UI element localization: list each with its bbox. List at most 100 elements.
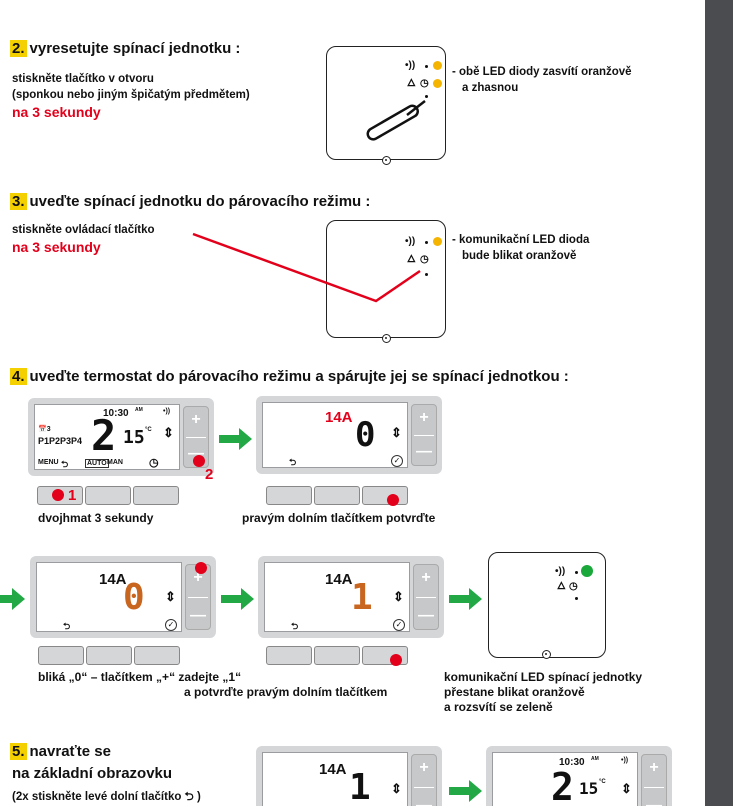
confirm-icon: ✓ <box>393 619 405 631</box>
key-divider <box>644 787 664 788</box>
green-arrow-icon <box>449 780 482 802</box>
plus-button[interactable]: + <box>421 569 431 586</box>
switching-unit-reset: •)) 🜂 ◷ <box>326 46 446 165</box>
relay-led-orange <box>433 79 442 88</box>
green-arrow-icon <box>0 588 25 610</box>
plus-minus-keys: + — <box>411 754 437 806</box>
middle-bottom-button[interactable] <box>314 486 360 505</box>
plus-minus-keys: + — <box>413 564 439 630</box>
press-minus-marker <box>193 455 205 467</box>
middle-bottom-button[interactable] <box>86 646 132 665</box>
pairing-code-label: 14A <box>325 571 353 588</box>
minus-button[interactable]: — <box>646 797 662 806</box>
step3-instruction: stiskněte ovládací tlačítko <box>12 224 155 236</box>
step4-title: uveďte termostat do párovacího režimu a … <box>29 368 569 385</box>
reset-hole <box>425 95 428 98</box>
updown-icon: ⇕ <box>391 781 402 796</box>
signal-icon: •)) <box>163 408 171 415</box>
green-arrow-icon <box>219 428 252 450</box>
step2-duration: na 3 sekundy <box>12 104 101 120</box>
minus-button[interactable]: — <box>416 797 432 806</box>
manual-page: 2.vyresetujte spínací jednotku : stiskně… <box>0 40 672 806</box>
minus-button[interactable]: — <box>190 607 206 624</box>
confirm-icon: ✓ <box>391 455 403 467</box>
plus-button[interactable]: + <box>649 759 659 776</box>
lcd-screen: 14A 0 ⇕ ⮌ ✓ <box>36 562 182 632</box>
caption-led-2: přestane blikat oranžově <box>444 685 585 699</box>
flame-icon: 🜂 <box>407 254 416 265</box>
plus-minus-keys: + — <box>411 404 437 466</box>
clock-time: 10:30 <box>559 757 585 768</box>
plus-button[interactable]: + <box>419 759 429 776</box>
temperature-small-digits: 15 <box>579 779 599 798</box>
green-arrow-icon <box>449 588 482 610</box>
step3-title: uveďte spínací jednotku do párovacího re… <box>29 193 371 210</box>
thermostat-code-one: 14A 1 ⇕ ⮌ ✓ + — <box>258 556 444 638</box>
lcd-screen: 10:30 AM •)) 2 15 °C ⇕ <box>492 752 638 806</box>
page-edge-bar <box>705 0 733 806</box>
middle-bottom-button[interactable] <box>85 486 131 505</box>
updown-icon: ⇕ <box>165 589 176 604</box>
back-icon: ⮌ <box>291 621 299 631</box>
unit-label: °C <box>145 427 152 433</box>
minus-button[interactable]: — <box>416 443 432 460</box>
step3-note-1: - komunikační LED dioda <box>452 234 590 246</box>
press-right-marker <box>390 654 402 666</box>
right-bottom-button[interactable] <box>362 486 408 505</box>
thermostat-pairing-display: 14A 0 ⇕ ⮌ ✓ + — <box>256 396 442 474</box>
program-indicators: P1P2P3P4 <box>38 436 83 446</box>
comm-led-orange <box>433 237 442 246</box>
left-bottom-button[interactable] <box>266 646 312 665</box>
temperature-small-digits: 15 <box>123 427 145 448</box>
pointer-line <box>192 232 421 303</box>
temperature-main-digit: 2 <box>91 411 117 460</box>
step2-note-2: a zhasnou <box>462 82 519 94</box>
temperature-main-digit: 2 <box>551 765 574 806</box>
step3-duration: na 3 sekundy <box>12 239 101 255</box>
clock-time: 10:30 <box>103 408 129 419</box>
thermostat-code-zero: 14A 0 ⇕ ⮌ ✓ + — <box>30 556 216 638</box>
screw-icon <box>382 156 391 165</box>
caption-double-press: dvojhmat 3 sekundy <box>38 511 154 525</box>
comm-led-orange <box>433 61 442 70</box>
step3-number: 3. <box>10 193 27 210</box>
screw-icon <box>542 650 551 659</box>
flame-icon: 🜂 <box>557 581 566 592</box>
switching-unit-pairing: •)) 🜂 ◷ <box>326 220 446 343</box>
middle-bottom-button[interactable] <box>314 646 360 665</box>
updown-icon: ⇕ <box>393 589 404 604</box>
caption-blink-zero: bliká „0“ – tlačítkem „+“ zadejte „1“ <box>38 670 242 684</box>
step2-heading: 2.vyresetujte spínací jednotku : <box>10 40 240 57</box>
control-button <box>425 273 428 276</box>
plus-button[interactable]: + <box>419 409 429 426</box>
caption-confirm: pravým dolním tlačítkem potvrďte <box>242 511 436 525</box>
am-indicator: AM <box>135 407 143 413</box>
pairing-code-label: 14A <box>319 761 347 778</box>
pairing-code-label: 14A <box>325 409 353 426</box>
right-bottom-button[interactable] <box>134 646 180 665</box>
lcd-screen: 14A 1 ⇕ ⮌ ✓ <box>264 562 410 632</box>
minus-button[interactable]: — <box>418 607 434 624</box>
thermostat-home-final: 10:30 AM •)) 2 15 °C ⇕ + — <box>486 746 672 806</box>
left-bottom-button[interactable] <box>38 646 84 665</box>
thermostat-code-one-final: 14A 1 ⇕ + — <box>256 746 442 806</box>
marker-number-1: 1 <box>68 487 77 504</box>
led-dot <box>425 241 428 244</box>
entered-digit: 1 <box>349 767 371 806</box>
right-bottom-button[interactable] <box>133 486 179 505</box>
step4-heading: 4.uveďte termostat do párovacího režimu … <box>10 368 569 385</box>
plus-minus-keys: + — <box>183 406 209 468</box>
step3-heading: 3.uveďte spínací jednotku do párovacího … <box>10 193 370 210</box>
plus-button[interactable]: + <box>191 411 201 428</box>
signal-icon: •)) <box>621 757 629 764</box>
left-bottom-button[interactable] <box>266 486 312 505</box>
key-divider <box>414 435 434 436</box>
led-dot <box>425 65 428 68</box>
auto-mode-label: AUTO <box>85 459 109 468</box>
menu-label: MENU <box>38 459 59 466</box>
caption-led-3: a rozsvítí se zeleně <box>444 700 553 714</box>
step2-note-1: - obě LED diody zasvítí oranžově <box>452 66 632 78</box>
plus-button[interactable]: + <box>193 569 203 586</box>
back-icon: ⮌ <box>63 621 71 631</box>
marker-number-2: 2 <box>205 466 214 483</box>
